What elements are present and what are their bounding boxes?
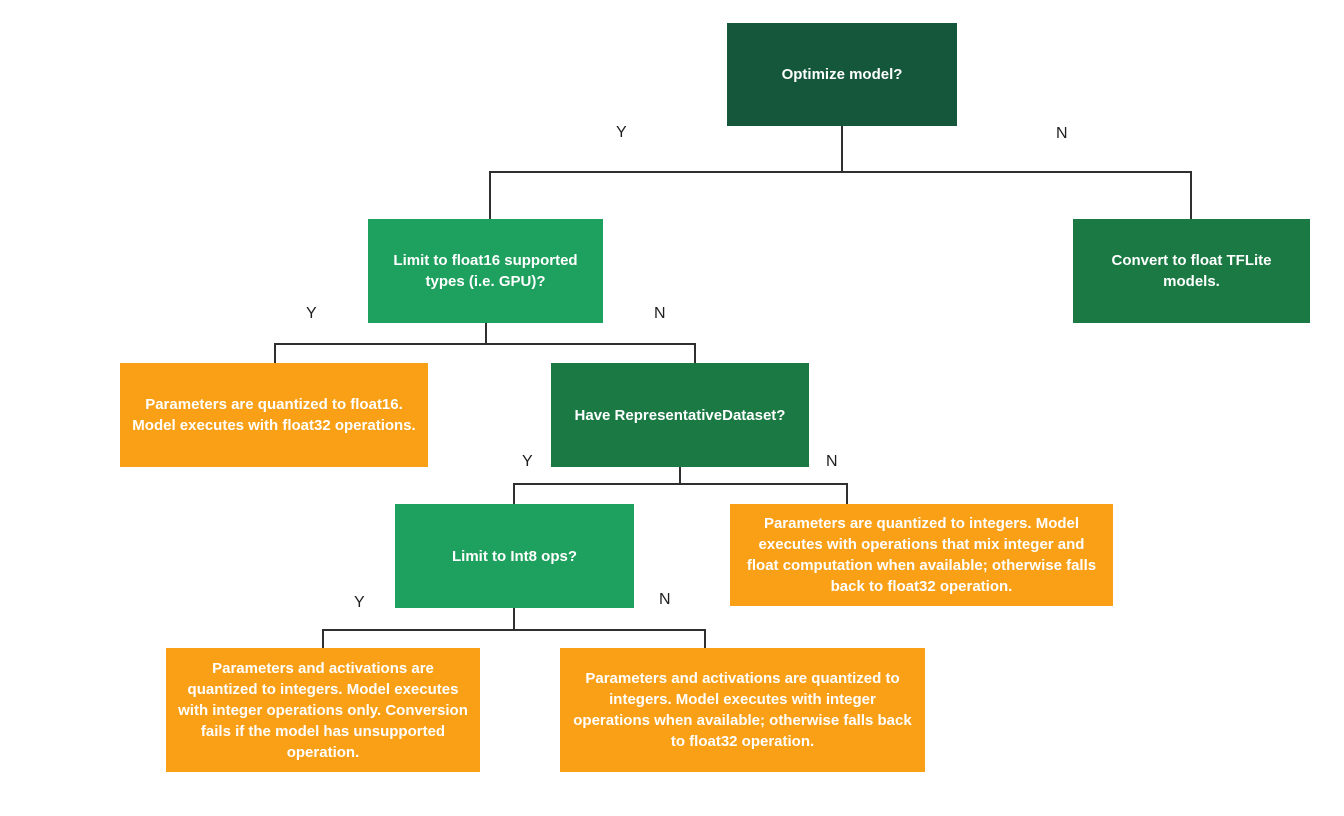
node-optimize-model: Optimize model? <box>727 23 957 126</box>
edge-label-no: N <box>1056 125 1068 142</box>
connector-line <box>694 343 696 363</box>
connector-line <box>513 483 515 504</box>
connector-line <box>704 629 706 648</box>
edge-label-yes: Y <box>354 594 365 611</box>
edge-label-yes: Y <box>306 305 317 322</box>
edge-label-no: N <box>659 591 671 608</box>
node-label: Have RepresentativeDataset? <box>574 406 786 424</box>
node-label: Parameters and activations are quantized… <box>178 659 468 761</box>
node-int-only-result: Parameters and activations are quantized… <box>166 648 480 772</box>
connector-line <box>322 629 706 631</box>
connector-line <box>274 343 696 345</box>
node-mixed-int-result: Parameters are quantized to integers. Mo… <box>730 504 1113 606</box>
node-label: Optimize model? <box>781 66 903 83</box>
edge-label-no: N <box>826 453 838 470</box>
node-label: Limit to float16 supported types (i.e. G… <box>393 252 578 290</box>
connector-line <box>485 323 487 343</box>
edge-label-yes: Y <box>522 453 533 470</box>
edge-label-yes: Y <box>616 124 627 141</box>
connector-line <box>489 171 1192 173</box>
node-label: Parameters and activations are quantized… <box>573 670 912 750</box>
connector-line <box>1190 171 1192 219</box>
node-have-rep-dataset: Have RepresentativeDataset? <box>551 363 809 467</box>
connector-line <box>513 608 515 629</box>
node-float16-result: Parameters are quantized to float16. Mod… <box>120 363 428 467</box>
connector-line <box>489 171 491 219</box>
node-int-fallback-result: Parameters and activations are quantized… <box>560 648 925 772</box>
node-convert-float: Convert to float TFLite models. <box>1073 219 1310 323</box>
connector-line <box>274 343 276 363</box>
node-label: Parameters are quantized to float16. Mod… <box>132 396 416 434</box>
connector-line <box>322 629 324 648</box>
node-limit-float16: Limit to float16 supported types (i.e. G… <box>368 219 603 323</box>
connector-line <box>679 467 681 483</box>
node-label: Convert to float TFLite models. <box>1111 252 1272 290</box>
node-label: Limit to Int8 ops? <box>452 547 577 565</box>
edge-label-no: N <box>654 305 666 322</box>
connector-line <box>841 126 843 171</box>
connector-line <box>513 483 848 485</box>
node-limit-int8: Limit to Int8 ops? <box>395 504 634 608</box>
node-label: Parameters are quantized to integers. Mo… <box>746 515 1097 595</box>
connector-line <box>846 483 848 505</box>
